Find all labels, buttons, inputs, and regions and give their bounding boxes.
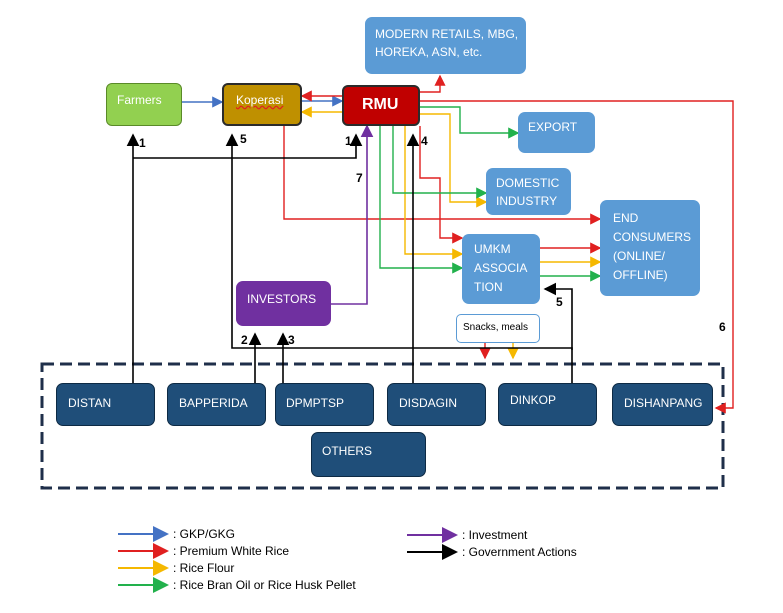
others-box: OTHERS [311, 432, 426, 477]
rice-rmu-to-umkm-arrow [419, 126, 464, 244]
dpmptsp-label: DPMPTSP [286, 396, 345, 410]
investors-label: INVESTORS [247, 292, 317, 306]
bapperida-box: BAPPERIDA [167, 383, 266, 426]
rmu-box: RMU [342, 85, 420, 126]
domestic-industry-line1: DOMESTIC [496, 176, 560, 190]
modern-retails-box: MODERN RETAILS, MBG, HOREKA, ASN, etc. [365, 17, 526, 74]
koperasi-box: Koperasi [222, 83, 302, 126]
legend-label-rice-flour: : Rice Flour [173, 561, 235, 575]
rice-rmu-to-dishanpang-arrow [420, 100, 734, 414]
snacks-box: Snacks, meals [456, 314, 540, 343]
rice-koperasi-to-consumers-arrow [283, 126, 602, 225]
gov-dinkop-to-koperasi-arrow [225, 133, 573, 383]
investors-box: INVESTORS [236, 281, 331, 326]
step-number-1-farmers: 1 [139, 136, 146, 150]
disdagin-label: DISDAGIN [399, 396, 458, 410]
flour-rmu-to-industry-arrow [420, 113, 488, 208]
export-label: EXPORT [528, 120, 578, 134]
flour-rmu-to-umkm-arrow [404, 126, 464, 260]
legend-label-gkp: : GKP/GKG [173, 527, 236, 541]
distan-label: DISTAN [68, 396, 112, 410]
domestic-industry-box: DOMESTIC INDUSTRY [486, 168, 571, 215]
distan-box: DISTAN [56, 383, 155, 426]
rmu-label: RMU [362, 96, 399, 113]
dishanpang-label: DISHANPANG [624, 396, 703, 410]
step-number-1-rmu: 1 [345, 134, 352, 148]
step-number-5-umkm: 5 [556, 295, 563, 309]
others-label: OTHERS [322, 444, 373, 458]
umkm-line3: TION [474, 280, 503, 294]
investment-investors-to-rmu-arrow [331, 124, 374, 305]
dpmptsp-box: DPMPTSP [275, 383, 374, 426]
end-consumers-box: END CONSUMERS (ONLINE/ OFFLINE) [600, 200, 700, 296]
gov-dinkop-to-umkm-arrow [543, 282, 573, 350]
farmers-box: Farmers [106, 83, 182, 126]
dinkop-box: DINKOP [498, 383, 597, 426]
domestic-industry-line2: INDUSTRY [496, 194, 558, 208]
bran-rmu-to-export-arrow [420, 106, 520, 139]
agencies-group-border [40, 362, 725, 490]
step-number-3: 3 [288, 333, 295, 347]
step-number-6: 6 [719, 320, 726, 334]
modern-retails-line2: HOREKA, ASN, etc. [375, 45, 483, 59]
legend-label-government: : Government Actions [462, 545, 577, 559]
step-number-7: 7 [356, 171, 363, 185]
export-box: EXPORT [518, 112, 595, 153]
umkm-line2: ASSOCIA [474, 261, 528, 275]
bapperida-label: BAPPERIDA [179, 396, 248, 410]
snacks-label: Snacks, meals [463, 322, 529, 333]
end-consumers-line1: END [613, 211, 639, 225]
step-number-4: 4 [421, 134, 428, 148]
end-consumers-line3: (ONLINE/ [613, 249, 666, 263]
end-consumers-line4: OFFLINE) [613, 268, 668, 282]
disdagin-box: DISDAGIN [387, 383, 486, 426]
bran-rmu-to-umkm-arrow [379, 126, 464, 274]
legend-label-bran-oil: : Rice Bran Oil or Rice Husk Pellet [173, 578, 356, 592]
step-number-5-koperasi: 5 [240, 132, 247, 146]
end-consumers-line2: CONSUMERS [613, 230, 692, 244]
koperasi-label: Koperasi [236, 93, 284, 107]
rice-rmu-to-retail-arrow [420, 74, 446, 93]
umkm-line1: UMKM [474, 242, 511, 256]
dishanpang-box: DISHANPANG [612, 383, 713, 426]
dinkop-label: DINKOP [510, 393, 557, 407]
gov-distan-to-rmu-arrow [133, 133, 363, 159]
bran-rmu-to-industry-arrow [392, 126, 488, 199]
legend-label-premium-rice: : Premium White Rice [173, 544, 290, 558]
modern-retails-line1: MODERN RETAILS, MBG, [375, 27, 519, 41]
umkm-association-box: UMKM ASSOCIA TION [462, 234, 540, 304]
legend-label-investment: : Investment [462, 528, 528, 542]
farmers-label: Farmers [117, 93, 162, 107]
step-number-2: 2 [241, 333, 248, 347]
